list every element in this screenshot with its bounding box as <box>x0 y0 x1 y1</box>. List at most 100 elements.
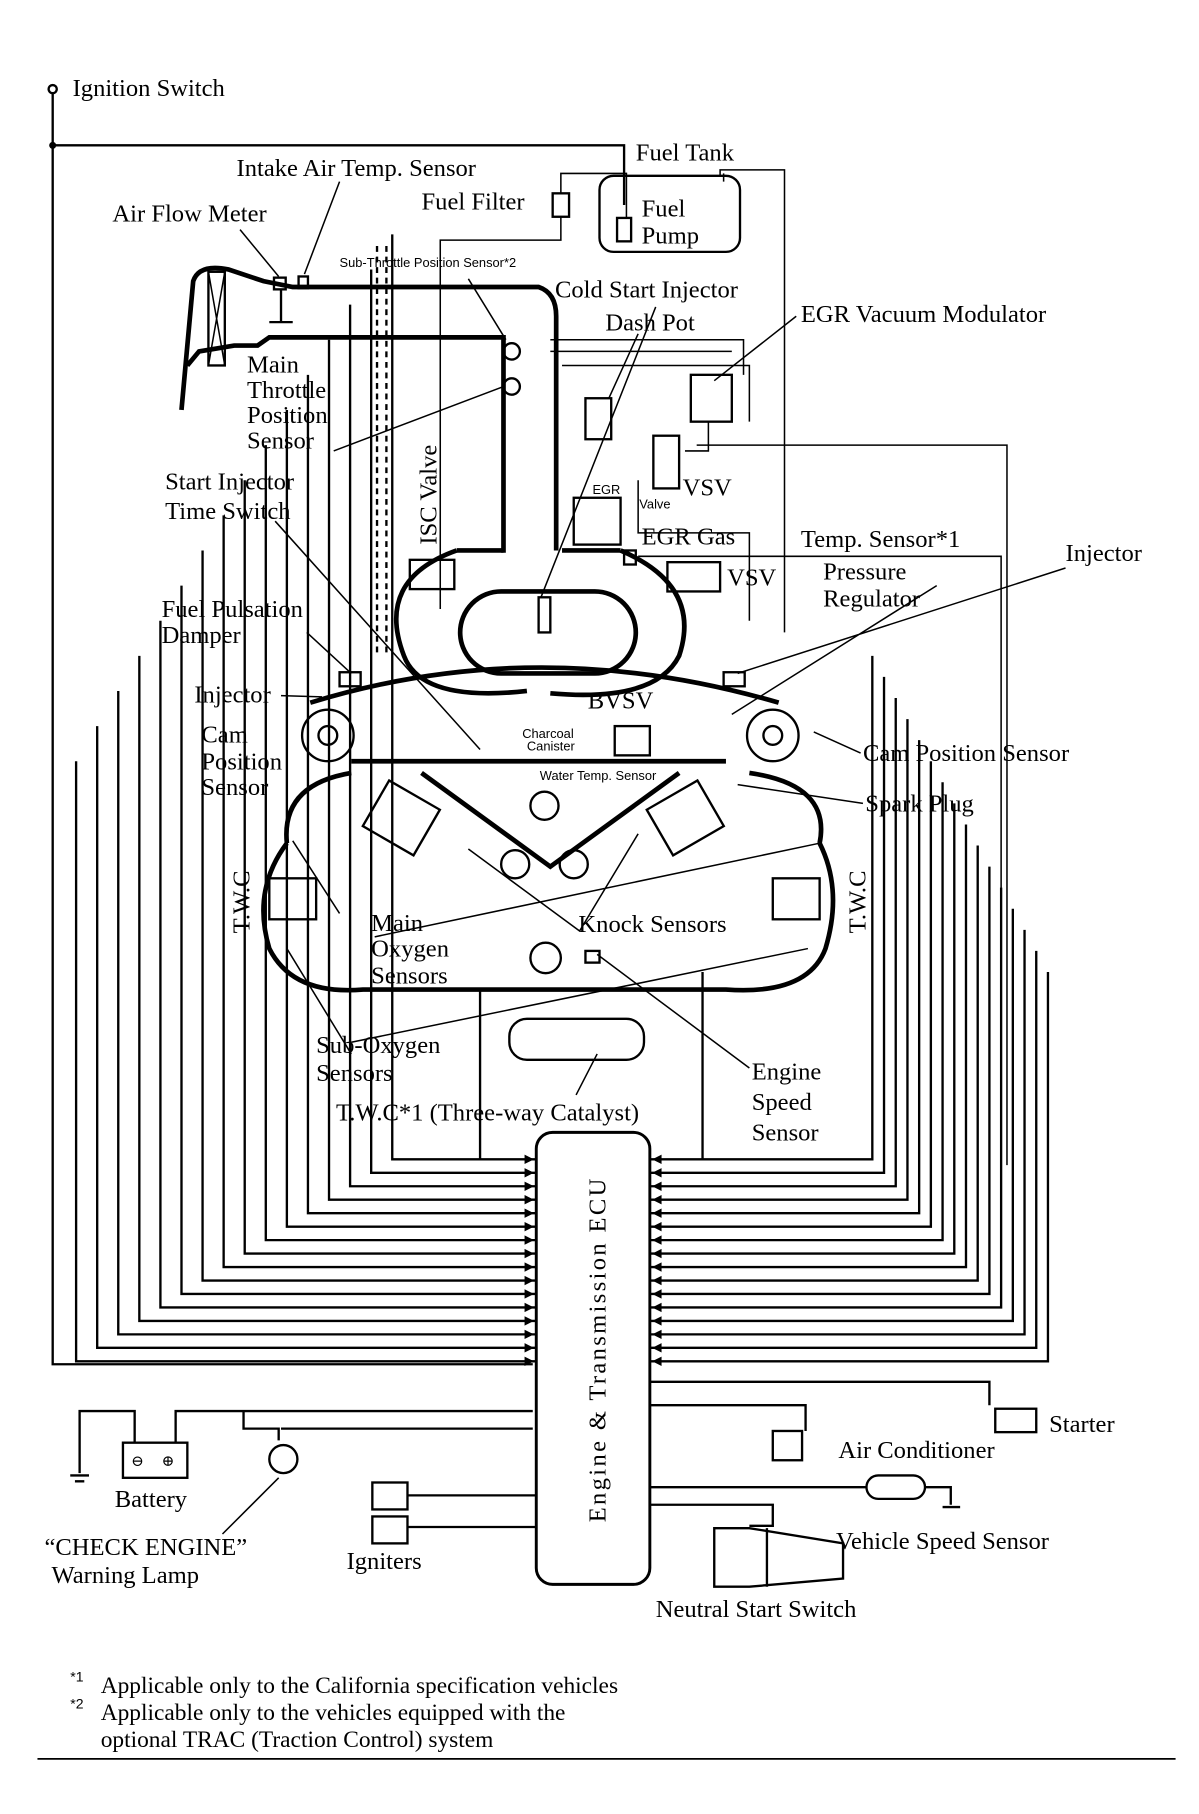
signal-arrow-icon <box>652 1221 662 1232</box>
intake-air-temp-sensor-label: Intake Air Temp. Sensor <box>237 155 476 182</box>
signal-arrow-icon <box>652 1356 662 1366</box>
battery-icon <box>121 1441 189 1479</box>
igniter-2-icon <box>371 1515 409 1545</box>
egr-gas-label: EGR Gas <box>642 524 736 551</box>
ecu-input-wire-left <box>159 620 537 1309</box>
cam-position-left-label-1: Cam <box>201 721 247 748</box>
main-throttle-position-sensor-icon <box>502 377 522 396</box>
signal-arrow-icon <box>524 1302 534 1313</box>
pressure-regulator-label-2: Regulator <box>823 586 920 613</box>
cam-pulley-left <box>300 708 355 763</box>
water-temp-sensor-label: Water Temp. Sensor <box>540 768 657 783</box>
ecu-input-wire-right <box>649 697 897 1188</box>
sub-throttle-position-sensor-icon <box>502 342 522 361</box>
ecu-input-wire-left <box>285 409 537 1228</box>
ecu-input-wire-right <box>649 971 1050 1363</box>
signal-arrow-icon <box>652 1289 662 1299</box>
vehicle-speed-sensor-label: Vehicle Speed Sensor <box>836 1528 1049 1555</box>
ecu-input-wire-left <box>264 445 537 1242</box>
twc-left-icon <box>268 877 318 921</box>
cam-position-sensor-right-label: Cam Position Sensor <box>863 740 1069 767</box>
ecu-input-wire-right <box>649 824 968 1269</box>
ecu-label: Engine & Transmission ECU <box>584 1176 611 1522</box>
start-injector-time-switch-label-1: Start Injector <box>165 469 294 496</box>
twc-catalyst-label: T.W.C*1 (Three-way Catalyst) <box>336 1100 639 1127</box>
start-injector-time-switch-label-2: Time Switch <box>165 498 290 525</box>
signal-arrow-icon <box>524 1316 534 1326</box>
pressure-regulator-label-1: Pressure <box>823 559 906 586</box>
ecu-input-wire-left <box>243 480 537 1255</box>
ecu-input-wire-right <box>649 950 1038 1350</box>
ecu-input-wire-left <box>74 761 537 1363</box>
fuel-filter-icon <box>551 192 571 218</box>
footnote-text: Applicable only to the California specif… <box>101 1673 618 1699</box>
egr-valve-icon <box>572 496 622 546</box>
wiring-harness <box>74 234 1050 1366</box>
signal-arrow-icon <box>652 1208 662 1218</box>
signal-arrow-icon <box>524 1168 534 1178</box>
vsv-upper-label: VSV <box>683 474 732 501</box>
check-engine-label-1: “CHECK ENGINE” <box>44 1534 247 1561</box>
air-cleaner <box>179 265 559 553</box>
ecu-input-wire-right <box>649 761 933 1228</box>
signal-arrow-icon <box>652 1168 662 1178</box>
signal-arrow-icon <box>652 1343 662 1353</box>
main-oxygen-label-3: Sensors <box>371 963 447 990</box>
igniters-label: Igniters <box>347 1548 422 1575</box>
sub-oxygen-label-1: Sub-Oxygen <box>316 1032 440 1059</box>
cold-start-injector-label: Cold Start Injector <box>555 277 738 304</box>
signal-arrow-icon <box>524 1289 534 1299</box>
charcoal-canister-label-1: Charcoal <box>522 726 573 741</box>
signal-arrow-icon <box>524 1343 534 1353</box>
vsv-upper-icon <box>652 434 681 490</box>
component-labels: Ignition Switch Fuel Tank Intake Air Tem… <box>44 75 1141 1623</box>
signal-arrow-icon <box>652 1329 662 1340</box>
engine-speed-label-2: Speed <box>752 1089 812 1116</box>
egr-valve-label-1: EGR <box>592 482 620 497</box>
engine-block-outline <box>284 665 824 870</box>
ecu-input-wire-left <box>348 304 537 1188</box>
main-throttle-label-4: Sensor <box>247 428 314 455</box>
signal-arrow-icon <box>652 1302 662 1313</box>
signal-arrow-icon <box>652 1316 662 1326</box>
ignition-switch-label: Ignition Switch <box>73 75 225 102</box>
ecu-input-wire-right <box>649 676 886 1174</box>
knock-sensors-label: Knock Sensors <box>578 911 726 938</box>
dash-pot-icon <box>584 397 613 441</box>
ecu-input-wire-left <box>222 515 537 1269</box>
signal-arrow-icon <box>524 1235 534 1245</box>
twc-right-label: T.W.C <box>844 871 871 934</box>
signal-arrow-icon <box>652 1181 662 1191</box>
engine-speed-label-1: Engine <box>752 1059 822 1086</box>
signal-arrow-icon <box>524 1248 534 1259</box>
ecu-input-wire-left <box>180 585 537 1296</box>
engine-speed-label-3: Sensor <box>752 1120 819 1147</box>
fuel-tank-icon <box>598 174 742 254</box>
fuel-pump-label-2: Pump <box>642 223 699 250</box>
signal-arrow-icon <box>652 1262 662 1272</box>
signal-arrow-icon <box>652 1248 662 1259</box>
bvsv-label: BVSV <box>588 688 654 715</box>
signal-arrow-icon <box>524 1181 534 1191</box>
charcoal-canister-icon <box>613 724 652 757</box>
air-conditioner-label: Air Conditioner <box>838 1437 994 1464</box>
intake-plenum <box>394 548 687 698</box>
ignition-feed-wire <box>51 93 626 1366</box>
vsv-lower-label: VSV <box>727 565 776 592</box>
twc-left-label: T.W.C <box>228 871 255 934</box>
injector-left-icon <box>338 671 362 688</box>
main-throttle-label-1: Main <box>247 351 299 378</box>
fuel-pulsation-damper-label-1: Fuel Pulsation <box>162 596 303 623</box>
check-engine-lamp-icon <box>268 1443 299 1475</box>
main-oxygen-label-2: Oxygen <box>371 936 449 963</box>
exhaust-manifold <box>261 841 836 993</box>
twc-right-icon <box>771 877 821 921</box>
egr-valve-label-2: Valve <box>639 496 670 511</box>
surge-tank <box>457 589 639 676</box>
injector-left-label: Injector <box>194 682 270 709</box>
cold-start-injector-icon <box>537 596 552 634</box>
crank-sprocket <box>529 941 563 975</box>
ecu-input-wire-right <box>649 803 956 1255</box>
vehicle-speed-sensor-icon <box>865 1474 927 1501</box>
